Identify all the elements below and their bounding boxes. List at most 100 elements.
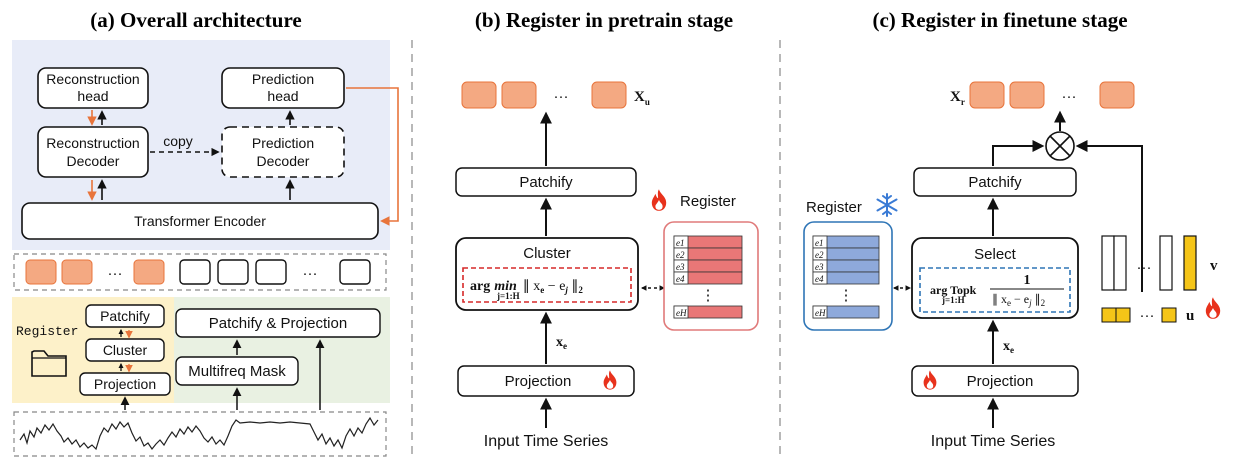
register-bank-b: e1 e2 e3 e4 ⋮ eH xyxy=(663,221,759,331)
output-token xyxy=(1009,81,1045,109)
reconstruction-decoder-line2: Decoder xyxy=(67,153,120,169)
svg-text:eH: eH xyxy=(676,308,687,318)
reconstruction-head-line1: Reconstruction xyxy=(46,71,139,87)
register-label-b: Register xyxy=(680,193,736,210)
output-token xyxy=(591,81,627,109)
multiply-icon xyxy=(1045,131,1075,161)
transformer-encoder-label: Transformer Encoder xyxy=(134,213,266,229)
token-ellipsis: ··· xyxy=(108,265,123,282)
register-entry: e4 xyxy=(812,271,880,285)
prediction-head-line1: Prediction xyxy=(252,71,314,87)
argmin-formula-box xyxy=(462,267,632,303)
u-label: u xyxy=(1186,308,1194,324)
xe-label-b: xe xyxy=(556,335,567,351)
prediction-decoder-line2: Decoder xyxy=(257,153,310,169)
register-entry: e1 xyxy=(812,235,880,249)
v-vectors: ··· v xyxy=(1101,235,1218,291)
input-series-label-b: Input Time Series xyxy=(484,433,609,450)
prediction-decoder-box: Prediction Decoder xyxy=(221,126,345,178)
trainable-flame-icon xyxy=(1205,297,1221,319)
pred-head-feedback-orange-arrow xyxy=(346,87,399,226)
prediction-decoder-line1: Prediction xyxy=(252,135,314,151)
svg-text:e2: e2 xyxy=(815,250,824,260)
copy-label: copy xyxy=(163,133,193,149)
patchify-box-b: Patchify xyxy=(455,167,637,197)
time-series-line xyxy=(19,416,379,451)
svg-text:eH: eH xyxy=(815,308,826,318)
svg-text:e1: e1 xyxy=(815,238,824,248)
output-xr-label: Xr xyxy=(950,89,965,107)
projection-label-c: Projection xyxy=(967,373,1034,390)
output-xu-label: Xu xyxy=(634,89,650,107)
panel-a-title: (a) Overall architecture xyxy=(90,8,301,32)
patch-token xyxy=(255,259,287,285)
argmin-subscript: j=1:H xyxy=(496,291,520,301)
register-mono-label: Register xyxy=(16,324,78,339)
multifreq-mask-label: Multifreq Mask xyxy=(188,363,286,380)
projection-small-label: Projection xyxy=(94,376,156,392)
topk-denominator: ∥ xe − ej ∥2 xyxy=(992,292,1045,308)
patchify-small-box: Patchify xyxy=(85,304,165,328)
projection-small-box: Projection xyxy=(79,372,171,396)
register-to-multiply-arrow xyxy=(1075,140,1143,292)
patchify-label-b: Patchify xyxy=(519,174,573,191)
register-label-c: Register xyxy=(806,199,862,216)
register-entry: eH xyxy=(673,305,743,319)
patchify-label-c: Patchify xyxy=(968,174,1022,191)
patchify-projection-label: Patchify & Projection xyxy=(209,315,347,332)
output-token xyxy=(461,81,497,109)
u-vectors: ··· u xyxy=(1101,307,1194,324)
output-token xyxy=(501,81,537,109)
projection-box-b: Projection xyxy=(457,365,635,397)
multifreq-mask-box: Multifreq Mask xyxy=(175,356,299,386)
v-label: v xyxy=(1210,258,1218,274)
register-token xyxy=(133,259,165,285)
reconstruction-decoder-line1: Reconstruction xyxy=(46,135,139,151)
reconstruction-decoder-box: Reconstruction Decoder xyxy=(37,126,149,178)
svg-text:e4: e4 xyxy=(676,274,685,284)
svg-text:e3: e3 xyxy=(815,262,824,272)
patchify-box-c: Patchify xyxy=(913,167,1077,197)
cluster-label: Cluster xyxy=(523,245,571,262)
transformer-encoder-box: Transformer Encoder xyxy=(21,202,379,240)
topk-subscript: j=1:H xyxy=(941,295,965,305)
output-token xyxy=(969,81,1005,109)
input-series-label-c: Input Time Series xyxy=(931,433,1056,450)
frozen-snowflake-icon xyxy=(876,193,898,217)
patch-token xyxy=(217,259,249,285)
select-label: Select xyxy=(974,246,1017,263)
register-token xyxy=(25,259,57,285)
panel-c-title: (c) Register in finetune stage xyxy=(872,8,1127,32)
v-ellipsis: ··· xyxy=(1137,259,1152,276)
topk-formula-prefix: arg Topk xyxy=(930,283,977,297)
cluster-small-label: Cluster xyxy=(103,342,148,358)
register-entry: e2 xyxy=(812,247,880,261)
register-ellipsis-c: ⋮ xyxy=(839,287,854,304)
topk-numerator: 1 xyxy=(1024,273,1031,288)
svg-text:e3: e3 xyxy=(676,262,685,272)
output-token xyxy=(1099,81,1135,109)
svg-text:e1: e1 xyxy=(676,238,685,248)
folder-icon xyxy=(31,350,67,377)
register-entry: e4 xyxy=(673,271,743,285)
patch-token xyxy=(179,259,211,285)
output-ellipsis: ··· xyxy=(554,88,569,105)
time-series-box xyxy=(13,411,387,457)
register-ellipsis-b: ⋮ xyxy=(701,287,716,304)
prediction-head-line2: head xyxy=(267,88,298,104)
svg-text:e2: e2 xyxy=(676,250,685,260)
register-bank-c: e1 e2 e3 e4 ⋮ eH xyxy=(803,221,893,331)
select-box: Select arg Topk j=1:H 1 ∥ xe − ej ∥2 xyxy=(911,237,1079,319)
projection-label-b: Projection xyxy=(505,373,572,390)
register-entry: e3 xyxy=(812,259,880,273)
reconstruction-head-box: Reconstruction head xyxy=(37,67,149,109)
register-entry: e3 xyxy=(673,259,743,273)
svg-text:e4: e4 xyxy=(815,274,824,284)
token-row xyxy=(13,253,387,291)
cluster-small-box: Cluster xyxy=(85,338,165,362)
register-token xyxy=(61,259,93,285)
patch-ellipsis: ··· xyxy=(303,265,318,282)
patchify-projection-box: Patchify & Projection xyxy=(175,308,381,338)
